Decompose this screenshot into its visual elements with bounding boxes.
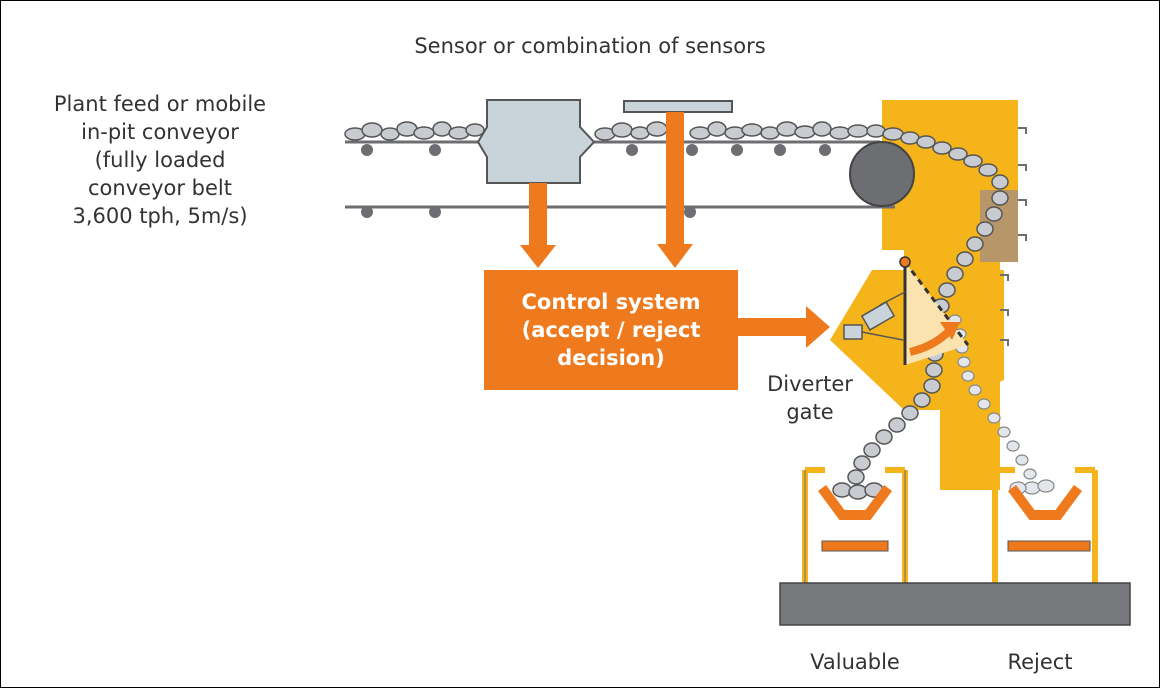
control-line-2: (accept / reject bbox=[521, 318, 701, 342]
ore-on-belt bbox=[344, 121, 1009, 190]
feed-line-4: conveyor belt bbox=[88, 176, 232, 200]
ore-stream-valuable bbox=[832, 190, 1009, 500]
diverter-actuator bbox=[843, 291, 906, 341]
signal-arrows bbox=[520, 112, 830, 348]
feed-label: Plant feed or mobile in-pit conveyor (fu… bbox=[25, 90, 295, 230]
feed-line-5: 3,600 tph, 5m/s) bbox=[72, 204, 248, 228]
overhead-sensor bbox=[623, 100, 733, 113]
control-line-3: decision) bbox=[557, 346, 665, 370]
bin-reject bbox=[992, 467, 1098, 583]
sensor-housing bbox=[476, 99, 596, 184]
upper-idlers bbox=[361, 144, 831, 156]
control-system-box: Control system (accept / reject decision… bbox=[484, 270, 738, 390]
diverter-line-1: Diverter bbox=[767, 372, 853, 396]
feed-line-1: Plant feed or mobile bbox=[53, 92, 267, 116]
reject-label: Reject bbox=[1007, 650, 1073, 674]
head-pulley bbox=[849, 141, 915, 207]
feed-line-3: (fully loaded bbox=[94, 148, 226, 172]
return-idlers bbox=[361, 206, 696, 218]
bin-valuable bbox=[802, 467, 908, 583]
valuable-label: Valuable bbox=[810, 650, 900, 674]
diverter-arrowhead-icon bbox=[940, 322, 960, 340]
diverter-line-2: gate bbox=[786, 400, 834, 424]
control-line-1: Control system bbox=[521, 290, 701, 314]
diverter-pivot bbox=[899, 256, 911, 268]
base-slab bbox=[779, 582, 1131, 626]
feed-line-2: in-pit conveyor bbox=[81, 120, 239, 144]
diverter-gate-label: Diverter gate bbox=[755, 370, 865, 426]
chute-bolts bbox=[1000, 127, 1027, 346]
sensor-label: Sensor or combination of sensors bbox=[414, 34, 766, 58]
